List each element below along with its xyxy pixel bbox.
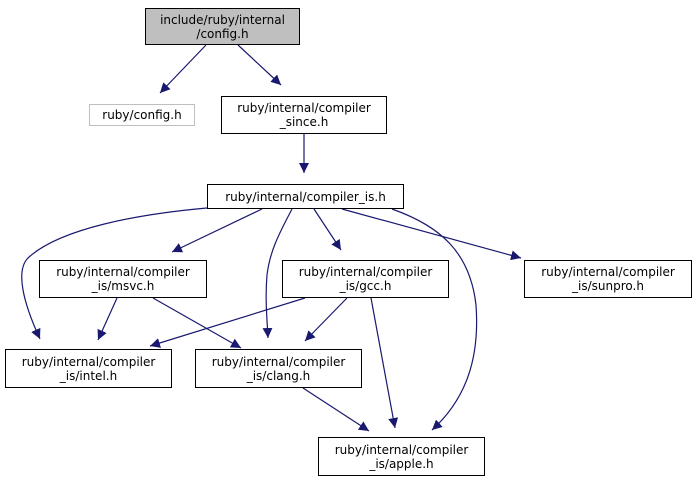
edge-compiler-is-to-apple xyxy=(391,208,478,431)
node-label-line1: ruby/internal/compiler xyxy=(541,265,675,279)
edge-compiler-is-to-gcc xyxy=(313,208,342,251)
node-ruby-config-h: ruby/config.h xyxy=(89,104,195,126)
node-compiler-is-gcc-h[interactable]: ruby/internal/compiler _is/gcc.h xyxy=(282,260,449,298)
edge-config-internal-to-config xyxy=(159,44,207,94)
node-compiler-is-msvc-h[interactable]: ruby/internal/compiler _is/msvc.h xyxy=(39,260,207,298)
node-label-line1: ruby/internal/compiler xyxy=(211,354,346,369)
node-label-line1: ruby/internal/compiler xyxy=(298,265,433,279)
node-include-ruby-internal-config-h: include/ruby/internal /config.h xyxy=(145,8,300,45)
node-label-line1: ruby/internal/compiler xyxy=(21,354,156,369)
edge-compiler-is-to-sunpro xyxy=(341,208,522,261)
node-label-line1: ruby/internal/compiler xyxy=(56,265,190,279)
edge-gcc-to-apple xyxy=(370,297,399,429)
node-label-line1: include/ruby/internal xyxy=(160,12,285,27)
edge-msvc-to-clang xyxy=(152,297,242,349)
node-label-line2: _since.h xyxy=(279,115,329,129)
edge-compiler-is-to-intel xyxy=(21,207,208,340)
node-compiler-is-h[interactable]: ruby/internal/compiler_is.h xyxy=(207,184,404,209)
node-compiler-is-apple-h[interactable]: ruby/internal/compiler _is/apple.h xyxy=(318,437,485,476)
node-compiler-since-h[interactable]: ruby/internal/compiler _since.h xyxy=(221,96,387,134)
node-label-line2: _is/msvc.h xyxy=(91,279,155,293)
node-compiler-is-clang-h[interactable]: ruby/internal/compiler _is/clang.h xyxy=(195,349,362,388)
edge-gcc-to-clang xyxy=(304,297,348,342)
edge-gcc-to-intel xyxy=(149,297,306,348)
node-label-line2: _is/intel.h xyxy=(59,368,118,383)
node-label-line2: _is/sunpro.h xyxy=(572,279,644,293)
node-label-line1: ruby/internal/compiler xyxy=(334,442,469,457)
edge-config-internal-to-compiler-since xyxy=(237,44,282,86)
node-label-line2: _is/gcc.h xyxy=(339,279,392,293)
node-compiler-is-sunpro-h[interactable]: ruby/internal/compiler _is/sunpro.h xyxy=(524,260,692,298)
node-label-line2: _is/apple.h xyxy=(369,456,434,471)
node-compiler-is-intel-h[interactable]: ruby/internal/compiler _is/intel.h xyxy=(5,349,172,388)
edge-compiler-is-to-msvc xyxy=(171,208,263,253)
node-label-line1: ruby/config.h xyxy=(102,108,182,122)
edge-compiler-is-to-clang xyxy=(262,208,293,339)
node-label-line2: /config.h xyxy=(196,26,249,41)
node-label-line1: ruby/internal/compiler_is.h xyxy=(225,189,386,204)
node-label-line1: ruby/internal/compiler xyxy=(237,101,371,115)
edge-msvc-to-intel xyxy=(97,297,118,341)
node-label-line2: _is/clang.h xyxy=(246,368,311,383)
edge-clang-to-apple xyxy=(302,387,370,432)
